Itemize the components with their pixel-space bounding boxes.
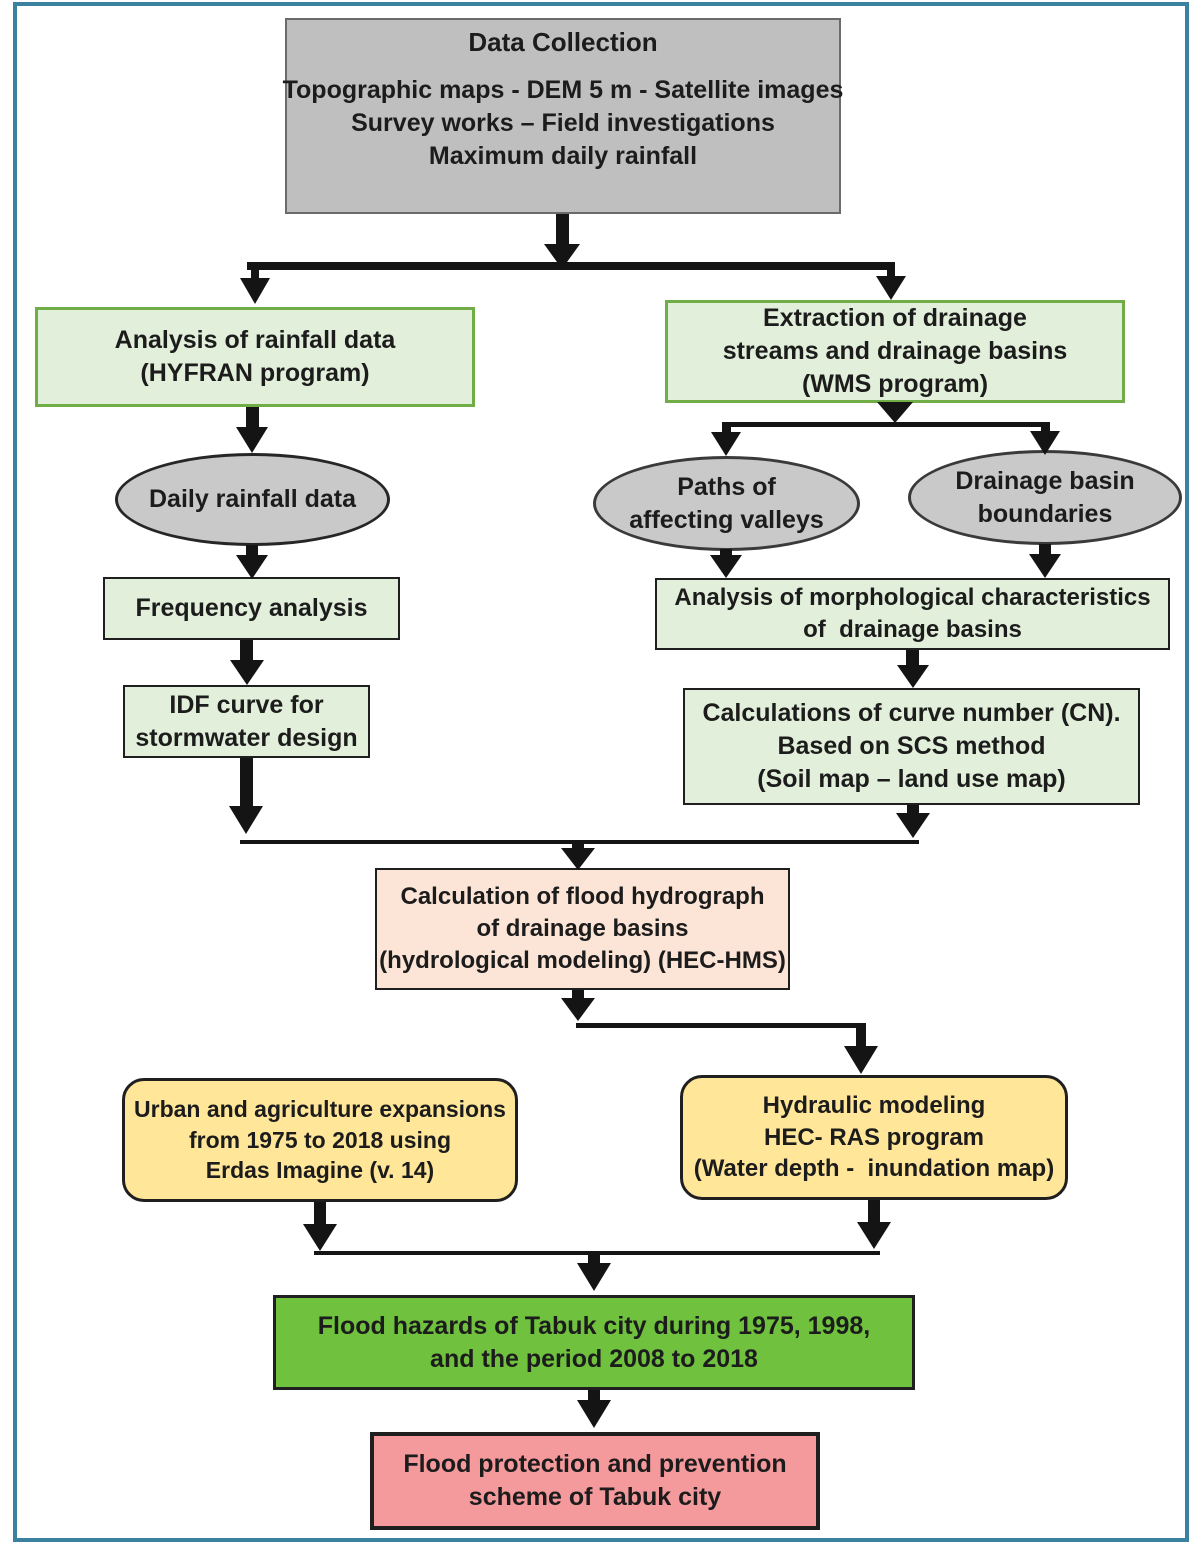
arrow-head-down-icon <box>236 427 268 453</box>
node-daily-rainfall: Daily rainfall data <box>115 453 390 546</box>
arrow-head-down-icon <box>303 1224 337 1251</box>
arrow-shaft <box>251 262 259 278</box>
node-extraction-drainage: Extraction of drainage streams and drain… <box>665 300 1125 403</box>
connector-split-bar <box>247 262 895 270</box>
arrow-head-down-icon <box>236 555 268 579</box>
arrow-head-down-icon <box>897 665 929 688</box>
arrow-shaft <box>856 1023 866 1046</box>
arrow-head-down-icon <box>229 806 263 834</box>
node-line: Flood protection and prevention <box>403 1450 787 1478</box>
node-line: of drainage basins <box>476 915 689 943</box>
arrow-head-down-icon <box>1029 554 1061 578</box>
node-line: Hydraulic modeling <box>762 1091 986 1119</box>
node-paths-valleys: Paths of affecting valleys <box>593 456 860 551</box>
node-line: IDF curve for <box>169 690 324 719</box>
arrow-head-down-icon <box>240 278 270 304</box>
node-line: affecting valleys <box>629 505 824 534</box>
node-line: boundaries <box>977 499 1113 528</box>
arrow-shaft <box>1039 544 1051 554</box>
node-frequency-analysis: Frequency analysis <box>103 577 400 640</box>
arrow-shaft <box>588 1255 600 1263</box>
arrow-head-down-icon <box>561 998 595 1021</box>
arrow-shaft <box>556 214 569 244</box>
node-hydraulic-modeling: Hydraulic modeling HEC- RAS program (Wat… <box>680 1075 1068 1200</box>
node-title: Data Collection <box>468 27 658 58</box>
node-line: stormwater design <box>135 723 358 752</box>
node-line: Analysis of rainfall data <box>114 326 396 354</box>
arrow-head-down-icon <box>577 1263 611 1291</box>
node-line: (WMS program) <box>801 370 989 398</box>
arrow-shaft <box>246 545 258 555</box>
arrow-head-down-icon <box>877 402 913 423</box>
node-line: (Soil map – land use map) <box>757 765 1066 793</box>
node-line: Erdas Imagine (v. 14) <box>205 1157 435 1184</box>
arrow-shaft <box>240 640 253 660</box>
arrow-head-down-icon <box>711 432 741 456</box>
arrow-head-down-icon <box>230 660 264 685</box>
arrow-head-down-icon <box>857 1222 891 1249</box>
node-morphological-analysis: Analysis of morphological characteristic… <box>655 578 1170 650</box>
arrow-shaft <box>588 1390 600 1400</box>
arrow-shaft <box>572 844 584 848</box>
node-line: of drainage basins <box>803 616 1022 643</box>
node-flood-hazards: Flood hazards of Tabuk city during 1975,… <box>273 1295 915 1390</box>
node-idf-curve: IDF curve for stormwater design <box>123 685 370 758</box>
node-line: Based on SCS method <box>777 732 1046 760</box>
node-urban-expansions: Urban and agriculture expansions from 19… <box>122 1078 518 1202</box>
connector-split-bar <box>722 422 1050 427</box>
node-analysis-rainfall: Analysis of rainfall data (HYFRAN progra… <box>35 307 475 407</box>
arrow-shaft <box>314 1202 326 1224</box>
node-line: scheme of Tabuk city <box>468 1483 722 1511</box>
arrow-shaft <box>906 650 919 665</box>
node-line: Paths of <box>677 472 776 501</box>
node-line: streams and drainage basins <box>722 337 1068 365</box>
node-line: and the period 2008 to 2018 <box>430 1344 758 1373</box>
arrow-head-down-icon <box>844 1046 878 1074</box>
arrow-shaft <box>720 549 732 555</box>
node-line: Urban and agriculture expansions <box>134 1096 506 1123</box>
node-line: Survey works – Field investigations <box>351 108 775 137</box>
arrow-shaft <box>887 262 895 276</box>
node-line: Drainage basin <box>955 466 1135 495</box>
arrow-shaft <box>240 758 253 806</box>
node-line: Maximum daily rainfall <box>428 141 698 170</box>
node-line: from 1975 to 2018 using <box>188 1126 452 1153</box>
node-line: Frequency analysis <box>135 594 368 622</box>
connector-merge-bar <box>314 1251 880 1255</box>
node-line: Flood hazards of Tabuk city during 1975,… <box>317 1311 871 1340</box>
node-line: Daily rainfall data <box>148 485 357 513</box>
node-line: Extraction of drainage <box>763 304 1027 332</box>
arrow-shaft <box>246 407 259 427</box>
arrow-head-down-icon <box>577 1400 611 1428</box>
node-line: Calculation of flood hydrograph <box>400 883 765 911</box>
node-curve-number: Calculations of curve number (CN). Based… <box>683 688 1140 805</box>
arrow-shaft <box>722 427 731 432</box>
arrow-shaft <box>907 805 919 813</box>
arrow-shaft <box>868 1200 880 1222</box>
arrow-head-down-icon <box>710 555 742 578</box>
arrow-shaft <box>572 990 584 998</box>
node-data-collection: Data Collection Topographic maps - DEM 5… <box>282 18 844 214</box>
node-line: Calculations of curve number (CN). <box>702 699 1121 727</box>
arrow-head-down-icon <box>876 276 906 300</box>
node-line: Topographic maps - DEM 5 m - Satellite i… <box>282 75 844 104</box>
node-flood-protection: Flood protection and prevention scheme o… <box>370 1432 820 1530</box>
arrow-head-down-icon <box>561 848 595 870</box>
arrow-shaft <box>1041 427 1050 431</box>
connector-merge-bar <box>240 840 919 844</box>
arrow-head-down-icon <box>1030 431 1060 455</box>
arrow-head-down-icon <box>896 813 930 838</box>
node-line: (Water depth - inundation map) <box>693 1155 1055 1183</box>
node-flood-hydrograph: Calculation of flood hydrograph of drain… <box>375 868 790 990</box>
node-line: HEC- RAS program <box>763 1123 985 1151</box>
connector-elbow-bar <box>576 1023 866 1028</box>
node-line: Analysis of morphological characteristic… <box>674 584 1151 612</box>
node-line: (hydrological modeling) (HEC-HMS) <box>379 946 786 974</box>
node-line: (HYFRAN program) <box>140 359 370 387</box>
node-basin-boundaries: Drainage basin boundaries <box>908 450 1182 545</box>
